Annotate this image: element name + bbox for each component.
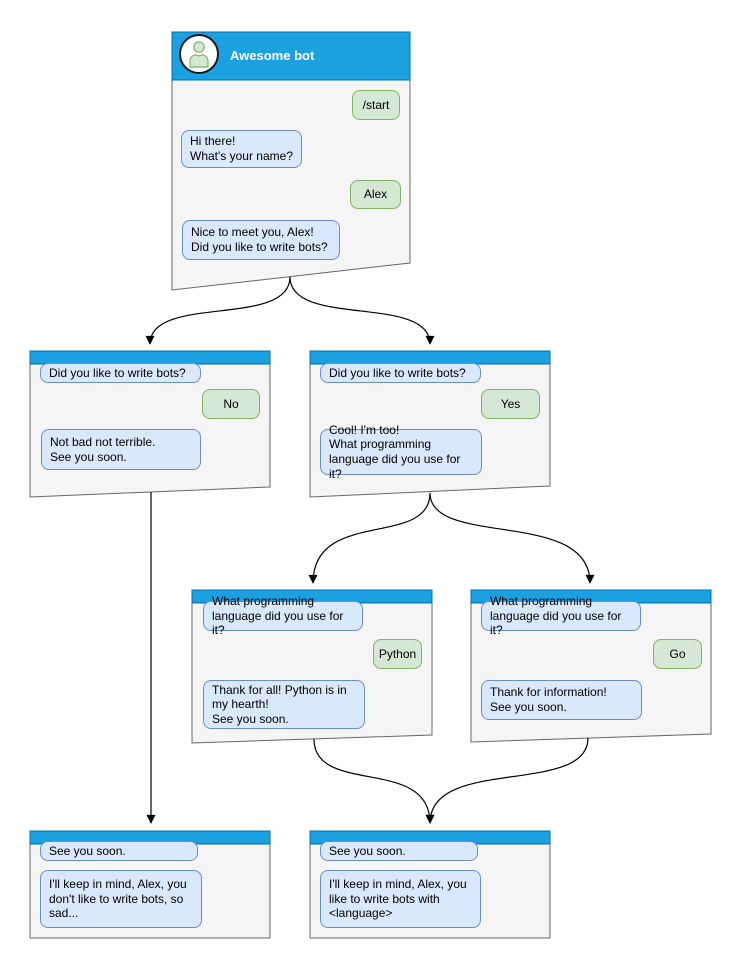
chat-window-end-no: See you soon. I'll keep in mind, Alex, y…	[30, 831, 270, 938]
bot-message-bubble: Nice to meet you, Alex! Did you like to …	[182, 220, 340, 260]
bot-message-bubble: What programming language did you use fo…	[203, 594, 363, 637]
bot-message-bubble: Thank for information! See you soon.	[481, 680, 642, 720]
bot-message-bubble: Cool! I'm too! What programming language…	[320, 423, 482, 481]
user-message-bubble: Alex	[350, 180, 401, 209]
chat-window-python: What programming language did you use fo…	[192, 590, 432, 743]
chat-window-end-yes: See you soon. I'll keep in mind, Alex, y…	[310, 831, 550, 938]
bot-message-bubble: Did you like to write bots?	[40, 363, 201, 383]
bot-message-bubble: Hi there! What's your name?	[181, 130, 302, 168]
chat-window-start: Awesome bot /start Hi there! What's your…	[172, 32, 410, 290]
edge-start-to-yes	[289, 276, 435, 345]
user-message-bubble: Python	[373, 639, 422, 669]
bot-message-bubble: What programming language did you use fo…	[481, 594, 641, 637]
edge-go-to-end-yes	[425, 737, 589, 824]
chat-window-start-titlebar	[171, 31, 411, 81]
bot-message-bubble: I'll keep in mind, Alex, you like to wri…	[320, 870, 481, 928]
user-message-bubble: No	[202, 389, 260, 419]
user-message-bubble: Go	[653, 639, 702, 669]
bot-message-bubble: I'll keep in mind, Alex, you don't like …	[40, 870, 202, 928]
chat-window-yes: Did you like to write bots? Yes Cool! I'…	[310, 351, 550, 497]
bot-message-bubble: See you soon.	[40, 841, 198, 861]
person-icon	[189, 41, 209, 68]
edge-yes-to-go	[429, 492, 595, 584]
chat-window-no: Did you like to write bots? No Not bad n…	[30, 351, 270, 497]
bot-message-bubble: Did you like to write bots?	[320, 363, 481, 383]
user-message-bubble: Yes	[481, 389, 540, 419]
chat-window-go: What programming language did you use fo…	[471, 590, 711, 742]
bot-avatar	[179, 34, 219, 74]
edge-yes-to-python	[308, 492, 431, 584]
bot-message-bubble: Not bad not terrible. See you soon.	[41, 429, 201, 470]
edge-start-to-no	[145, 276, 291, 345]
edge-python-to-end-yes	[313, 738, 435, 824]
bot-message-bubble: See you soon.	[320, 841, 478, 861]
window-title: Awesome bot	[230, 48, 315, 63]
bot-message-bubble: Thank for all! Python is in my hearth! S…	[203, 680, 365, 729]
user-message-bubble: /start	[352, 90, 400, 120]
